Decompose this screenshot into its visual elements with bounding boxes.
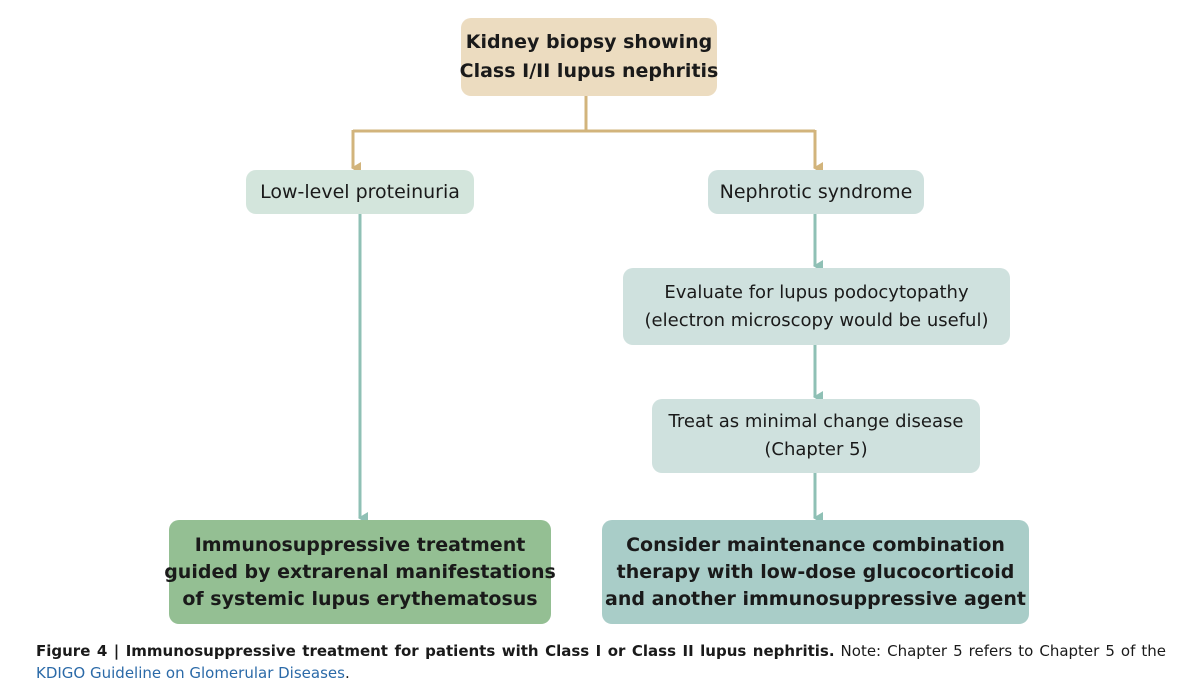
node-text-line: and another immunosuppressive agent xyxy=(605,587,1026,610)
node-text-line: Immunosuppressive treatment xyxy=(194,533,526,556)
node-text-line: Nephrotic syndrome xyxy=(719,181,913,203)
node-text-line: guided by extrarenal manifestations xyxy=(164,560,556,583)
node-text-line: therapy with low-dose glucocorticoid xyxy=(616,560,1015,583)
node-consider-maintenance: Consider maintenance combination therapy… xyxy=(602,520,1029,624)
node-treat-minimal-change: Treat as minimal change disease (Chapter… xyxy=(652,399,980,473)
figure-caption: Figure 4 | Immunosuppressive treatment f… xyxy=(36,640,1166,684)
node-text-line: Consider maintenance combination xyxy=(626,533,1005,556)
caption-end: . xyxy=(344,664,350,682)
node-text-line: Low-level proteinuria xyxy=(260,181,460,203)
caption-title: Figure 4 | Immunosuppressive treatment f… xyxy=(36,642,835,660)
node-text-line: (electron microscopy would be useful) xyxy=(644,309,989,331)
caption-note: Note: Chapter 5 refers to Chapter 5 of t… xyxy=(834,642,1166,660)
node-low-level-proteinuria: Low-level proteinuria xyxy=(246,170,474,214)
node-text-line: Evaluate for lupus podocytopathy xyxy=(664,281,969,303)
node-immunosuppressive-treatment: Immunosuppressive treatment guided by ex… xyxy=(164,520,556,624)
node-evaluate-podocytopathy: Evaluate for lupus podocytopathy (electr… xyxy=(623,268,1010,345)
node-text-line: of systemic lupus erythematosus xyxy=(182,587,538,610)
node-text-line: (Chapter 5) xyxy=(764,439,868,460)
node-kidney-biopsy: Kidney biopsy showing Class I/II lupus n… xyxy=(459,18,719,96)
node-text-line: Treat as minimal change disease xyxy=(668,411,964,432)
node-nephrotic-syndrome: Nephrotic syndrome xyxy=(708,170,924,214)
caption-link[interactable]: KDIGO Guideline on Glomerular Diseases xyxy=(36,664,345,682)
node-text-line: Kidney biopsy showing xyxy=(465,31,713,53)
node-text-line: Class I/II lupus nephritis xyxy=(459,60,719,82)
